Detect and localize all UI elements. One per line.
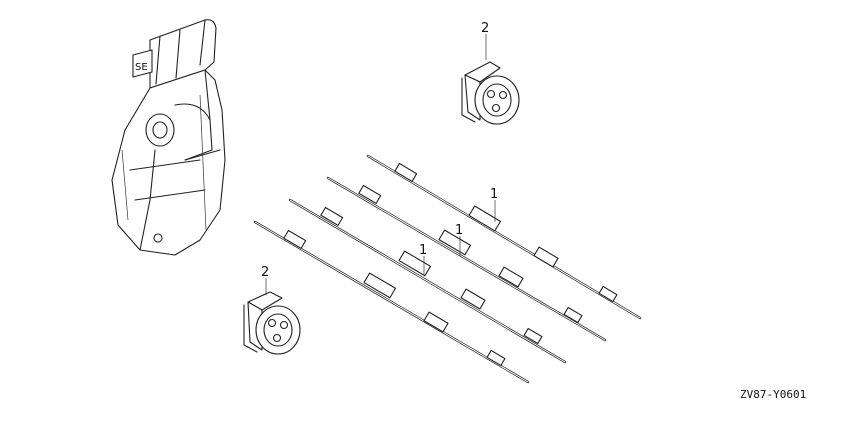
- control-cable-1: [366, 154, 642, 320]
- callout-grommet-top: 2: [481, 21, 489, 36]
- remote-control-box: SE: [111, 19, 226, 256]
- callout-cable-a: 1: [490, 187, 498, 202]
- control-cable-4: [253, 220, 530, 384]
- control-cable-3: [288, 198, 567, 364]
- control-cable-2: [326, 176, 607, 342]
- diagram-code: ZV87-Y0601: [740, 388, 806, 401]
- callout-cable-b: 1: [455, 223, 463, 238]
- grommet-bottom: [243, 291, 301, 355]
- svg-text:SE: SE: [135, 62, 148, 73]
- callout-cable-c: 1: [419, 243, 427, 258]
- callout-grommet-bottom: 2: [261, 265, 269, 280]
- grommet-top: [461, 61, 520, 125]
